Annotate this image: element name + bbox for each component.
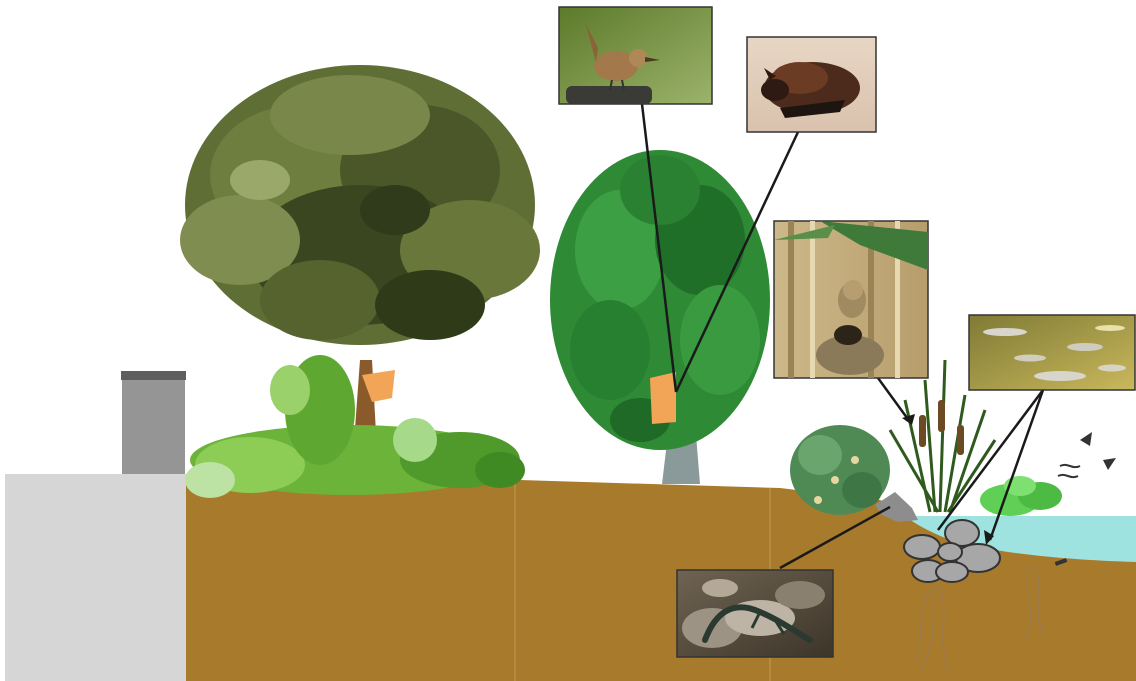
bin-icon — [121, 371, 186, 474]
bat-photo — [747, 37, 876, 132]
tree-icon — [180, 65, 540, 470]
wren-photo — [559, 7, 712, 104]
nest-box-icon — [650, 372, 676, 424]
plant-icon — [980, 476, 1062, 516]
reed-warbler-nest-photo — [774, 221, 928, 378]
shrub-icon — [790, 425, 890, 515]
ivy-icon — [185, 355, 525, 498]
lizard-photo — [677, 570, 833, 657]
pavement — [5, 474, 186, 681]
fish-photo — [969, 315, 1135, 390]
tree-icon — [550, 150, 770, 484]
large-tree-canopy — [180, 65, 540, 345]
